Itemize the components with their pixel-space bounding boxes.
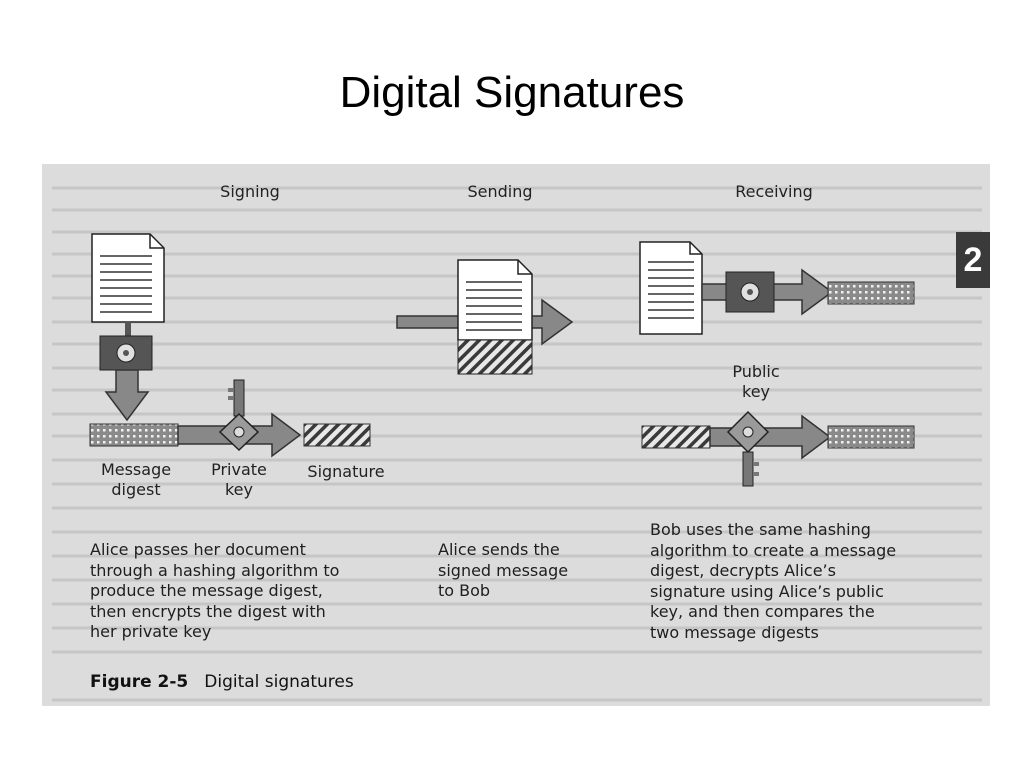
decrypt-arrow-icon: [709, 414, 832, 460]
hash-function-gear-icon: [99, 335, 153, 371]
public-key-icon: [726, 410, 770, 487]
caption-signing: Alice passes her document through a hash…: [90, 540, 340, 641]
private-key-icon: [218, 379, 260, 452]
scanned-figure: Signing Sending Receiving Message digest…: [42, 164, 990, 706]
received-document-icon: [639, 241, 703, 335]
caption-receiving: Bob uses the same hashing algorithm to c…: [650, 520, 897, 642]
diagram-graphics: [52, 186, 982, 702]
figure-caption: Figure 2-5 Digital signatures: [90, 672, 354, 692]
label-public-key: Public key: [732, 362, 780, 401]
chapter-tab: 2: [956, 232, 990, 288]
label-private-key: Private key: [211, 460, 267, 499]
header-signing: Signing: [220, 182, 280, 201]
figure-number: Figure 2-5: [90, 672, 189, 692]
header-sending: Sending: [467, 182, 533, 201]
down-arrow-icon: [104, 369, 150, 422]
receiving-gear-icon: [725, 271, 775, 313]
slide-title: Digital Signatures: [339, 68, 685, 117]
signature-bar: [303, 423, 371, 447]
header-receiving: Receiving: [735, 182, 813, 201]
figure-title: Digital signatures: [204, 672, 354, 692]
label-message-digest: Message digest: [100, 460, 172, 499]
label-signature: Signature: [307, 462, 385, 481]
decrypted-digest-bar: [827, 425, 915, 449]
caption-sending: Alice sends the signed message to Bob: [438, 540, 569, 600]
message-digest-bar: [89, 423, 179, 447]
computed-digest-bar: [827, 281, 915, 305]
signed-message-document-icon: [457, 259, 533, 375]
received-signature-bar: [641, 425, 711, 449]
signing-document-icon: [91, 233, 165, 323]
